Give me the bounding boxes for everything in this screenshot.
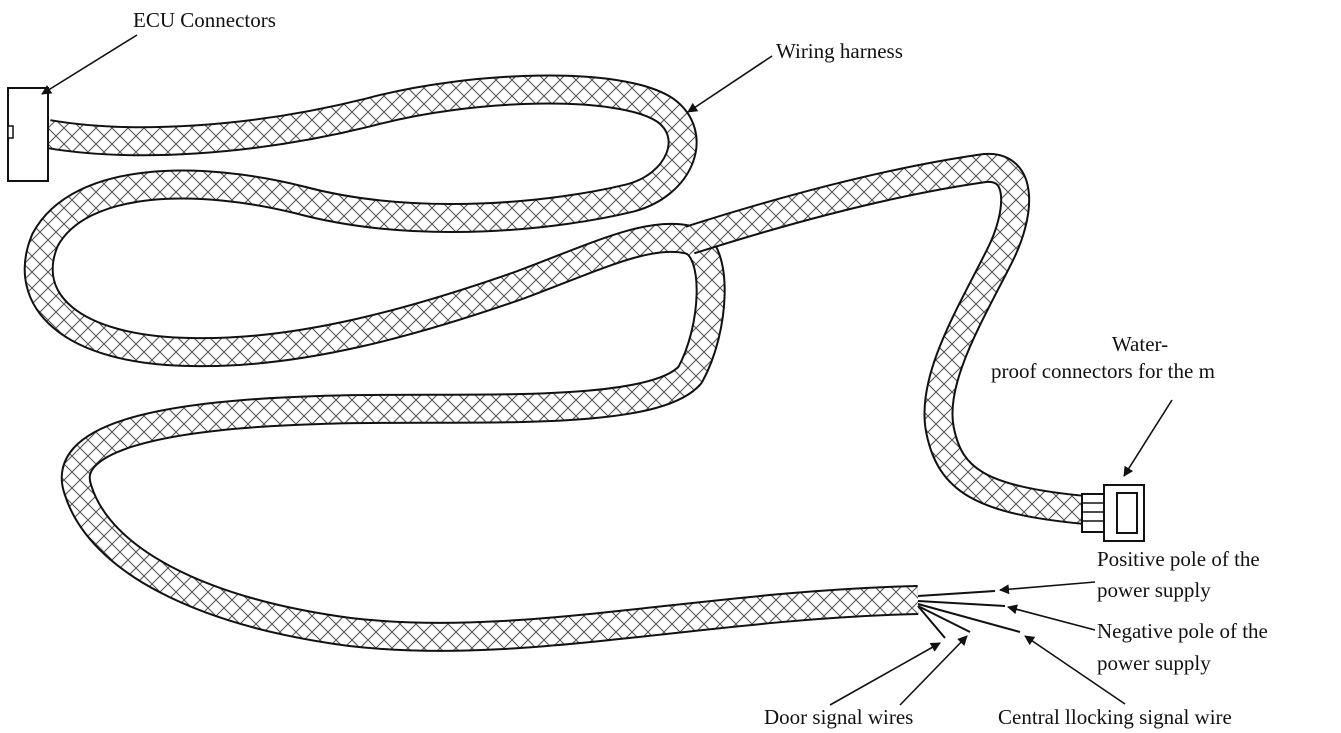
loose-wires <box>917 590 1021 639</box>
wire-positive <box>917 590 996 597</box>
arrow-door-2 <box>899 635 968 706</box>
harness-mesh <box>25 76 919 650</box>
wire-central <box>917 603 1021 633</box>
arrow-negative <box>1007 604 1096 631</box>
wiring-harness <box>23 74 1087 652</box>
label-positive-line2: power supply <box>1097 578 1211 602</box>
label-negative-line2: power supply <box>1097 651 1211 675</box>
wire-door-2 <box>917 605 971 633</box>
label-ecu-connectors: ECU Connectors <box>133 8 276 32</box>
wire-negative <box>917 600 1006 607</box>
label-waterproof-line2: proof connectors for the m <box>991 359 1215 383</box>
arrow-waterproof <box>1123 399 1173 477</box>
harness-branch-mesh <box>686 154 1087 523</box>
label-wiring-harness: Wiring harness <box>776 39 903 63</box>
label-positive-line1: Positive pole of the <box>1097 547 1260 571</box>
arrow-harness <box>687 55 773 113</box>
leader-arrows <box>41 34 1173 706</box>
arrow-door-1 <box>829 642 941 706</box>
label-waterproof-line1: Water- <box>1111 332 1169 356</box>
ecu-connector-shape <box>7 87 49 182</box>
label-negative-line1: Negative pole of the <box>1097 619 1268 643</box>
arrow-central <box>1024 635 1126 705</box>
wire-door-1 <box>917 605 946 639</box>
waterproof-connector-shape <box>1081 484 1145 542</box>
label-central-locking-wire: Central llocking signal wire <box>998 705 1232 729</box>
arrow-ecu <box>41 34 138 95</box>
label-door-signal-wires: Door signal wires <box>764 705 914 729</box>
arrow-positive <box>999 581 1096 595</box>
